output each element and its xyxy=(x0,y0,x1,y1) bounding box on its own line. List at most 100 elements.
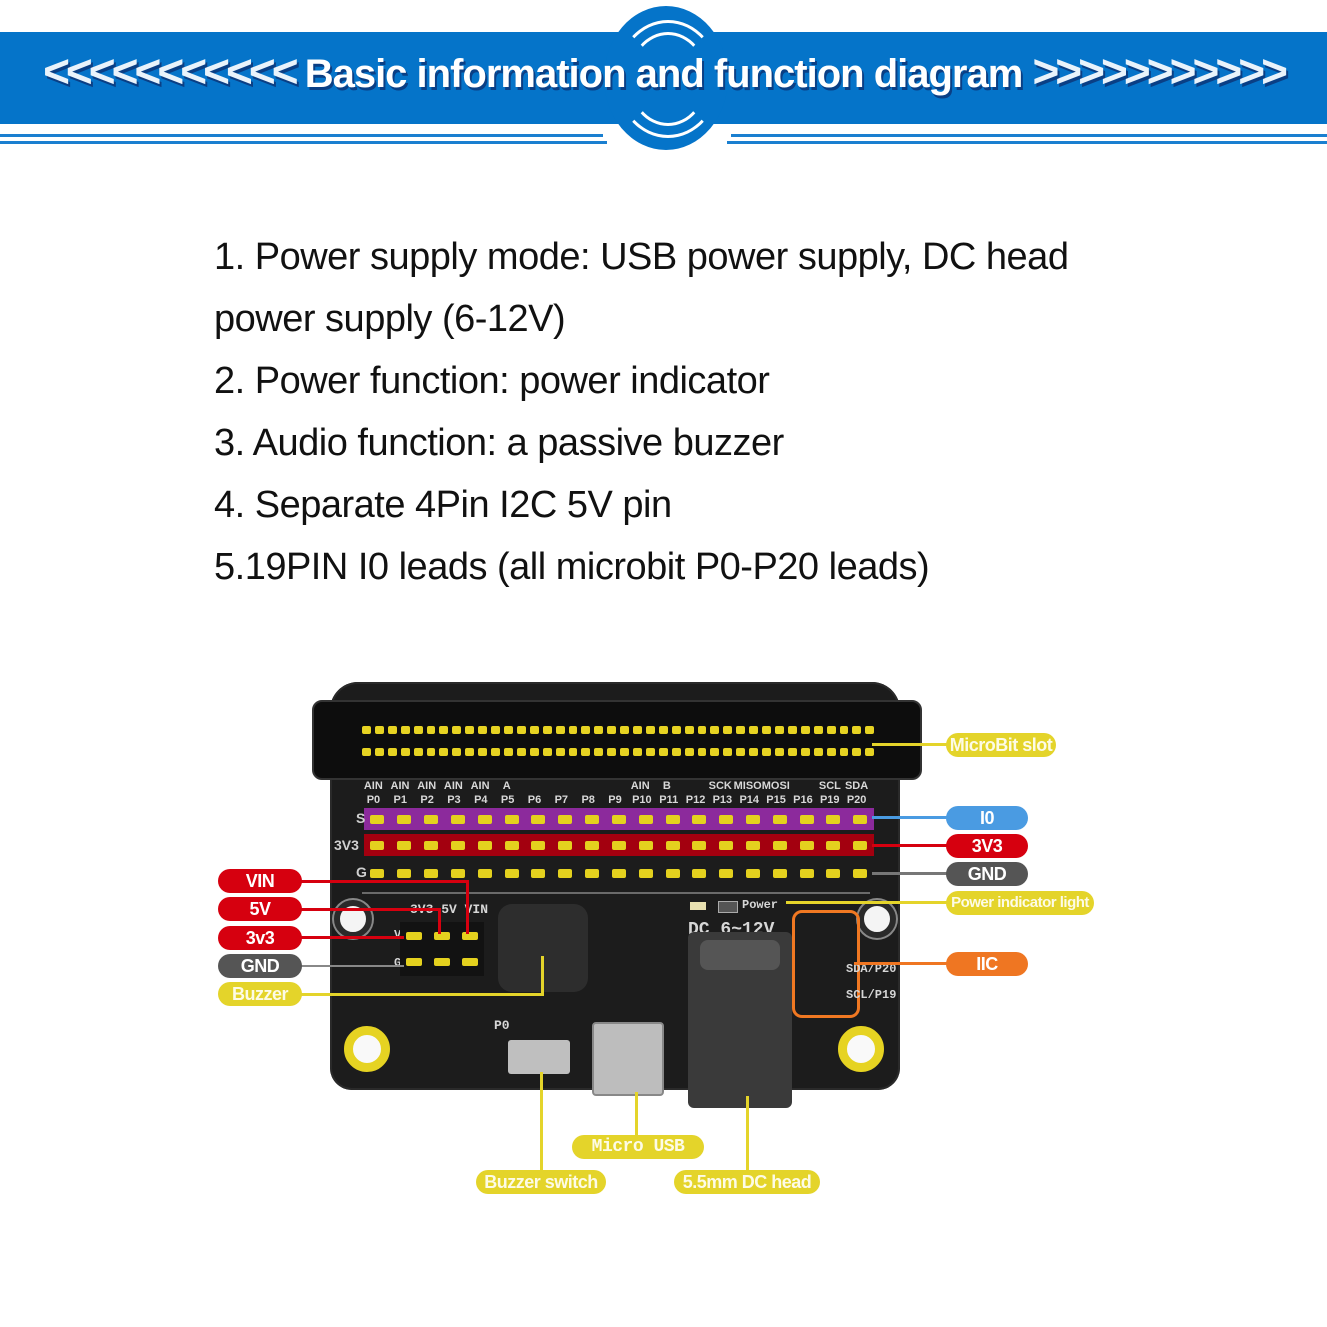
pin-function-label: AIN xyxy=(417,780,437,792)
header-pin xyxy=(746,840,760,850)
slot-contact xyxy=(633,748,642,756)
pin-name-label: P3 xyxy=(447,794,461,806)
buzzer-switch[interactable] xyxy=(508,1040,570,1074)
slot-contact xyxy=(426,748,436,756)
pin-function-label: AIN xyxy=(443,780,463,792)
pin-function-label: AIN xyxy=(630,780,650,792)
banner-underline xyxy=(731,134,1327,137)
pin-name-label: P9 xyxy=(608,794,622,806)
slot-contact xyxy=(813,748,823,756)
callout-iic: IIC xyxy=(946,952,1028,976)
pin-name-label: P14 xyxy=(739,794,760,806)
slot-contact xyxy=(529,726,539,734)
banner-underline xyxy=(0,134,603,137)
callout-line-gnd xyxy=(872,872,948,875)
pin-function-label: MOSI xyxy=(761,780,790,792)
pin-name-label: P12 xyxy=(685,794,706,806)
pin-name-label: P7 xyxy=(554,794,569,806)
pin-name-label: P6 xyxy=(527,794,542,806)
header-pin xyxy=(424,814,439,824)
mounting-hole xyxy=(334,900,372,938)
slot-contact xyxy=(800,748,810,756)
pin-function-label: SCL xyxy=(818,780,841,792)
banner-arc-icon xyxy=(628,32,708,126)
slot-contact xyxy=(749,726,759,734)
slot-contact xyxy=(362,748,371,756)
header-pin xyxy=(692,868,707,878)
slot-contact xyxy=(555,726,565,734)
callout-line-iic xyxy=(854,962,948,965)
header-pin xyxy=(719,868,734,878)
header-banner: <<<<<<<<<<< Basic information and functi… xyxy=(0,0,1327,160)
slot-contact xyxy=(491,748,500,756)
slot-contact-row xyxy=(362,748,875,756)
slot-contact xyxy=(839,748,849,756)
slot-contact xyxy=(775,748,784,756)
slot-contact xyxy=(594,748,604,756)
header-pin xyxy=(477,814,492,824)
slot-contact xyxy=(826,726,836,734)
slot-contact xyxy=(568,726,578,734)
feature-item: power supply (6-12V) xyxy=(214,298,566,340)
slot-contact xyxy=(620,726,630,734)
callout-micro-usb: Micro USB xyxy=(572,1135,704,1159)
slot-contact xyxy=(452,748,462,756)
header-pin xyxy=(719,814,734,824)
callout-buzzer: Buzzer xyxy=(218,982,302,1006)
feature-item: 2. Power function: power indicator xyxy=(214,360,770,402)
header-pin xyxy=(531,814,546,824)
pin-function-label: AIN xyxy=(363,780,383,792)
header-pin xyxy=(558,868,573,878)
mounting-hole xyxy=(858,900,896,938)
callout-io: I0 xyxy=(946,806,1028,830)
header-pin xyxy=(424,868,439,878)
slot-contact xyxy=(658,726,668,734)
banner-underline xyxy=(0,141,607,144)
header-pin xyxy=(746,868,760,878)
slot-contact xyxy=(787,748,797,756)
callout-line-switch xyxy=(540,1072,543,1172)
header-pin xyxy=(397,868,412,878)
callout-dc-head: 5.5mm DC head xyxy=(674,1170,820,1194)
slot-contact xyxy=(542,748,552,756)
pin-name-label: P5 xyxy=(500,794,515,806)
slot-contact xyxy=(516,726,526,734)
slot-contact xyxy=(697,748,707,756)
slot-contact xyxy=(594,726,604,734)
slot-contact xyxy=(723,726,733,734)
callout-line-usb xyxy=(635,1092,638,1136)
slot-contact xyxy=(581,748,591,756)
slot-contact xyxy=(684,726,694,734)
slot-contact xyxy=(645,726,655,734)
header-pin xyxy=(477,840,492,850)
feature-item: 3. Audio function: a passive buzzer xyxy=(214,422,784,464)
slot-contact xyxy=(478,748,488,756)
header-pin xyxy=(665,840,680,850)
slot-contact xyxy=(710,748,720,756)
signal-pin-row xyxy=(364,808,874,830)
header-pin xyxy=(772,868,787,878)
header-pin xyxy=(746,814,760,824)
header-pin xyxy=(504,840,519,850)
header-pin xyxy=(370,814,385,824)
slot-contact xyxy=(465,748,475,756)
header-pin xyxy=(853,840,868,850)
header-pin xyxy=(799,840,814,850)
header-pin xyxy=(611,840,626,850)
callout-gnd: GND xyxy=(946,862,1028,886)
ground-pin-row xyxy=(364,862,874,884)
header-pin xyxy=(638,868,653,878)
slot-contact xyxy=(568,748,578,756)
power-header-g-label: G xyxy=(394,956,402,970)
header-pin xyxy=(531,840,546,850)
slot-contact xyxy=(658,748,668,756)
slot-contact xyxy=(387,726,397,734)
pin-function-label: AIN xyxy=(390,780,410,792)
pin-name-label: P11 xyxy=(659,794,679,806)
microbit-slot xyxy=(312,700,922,780)
slot-contact xyxy=(362,726,371,734)
feature-item: 1. Power supply mode: USB power supply, … xyxy=(214,236,1069,278)
row-label-power: 3V3 xyxy=(334,837,359,853)
slot-contact xyxy=(413,748,423,756)
